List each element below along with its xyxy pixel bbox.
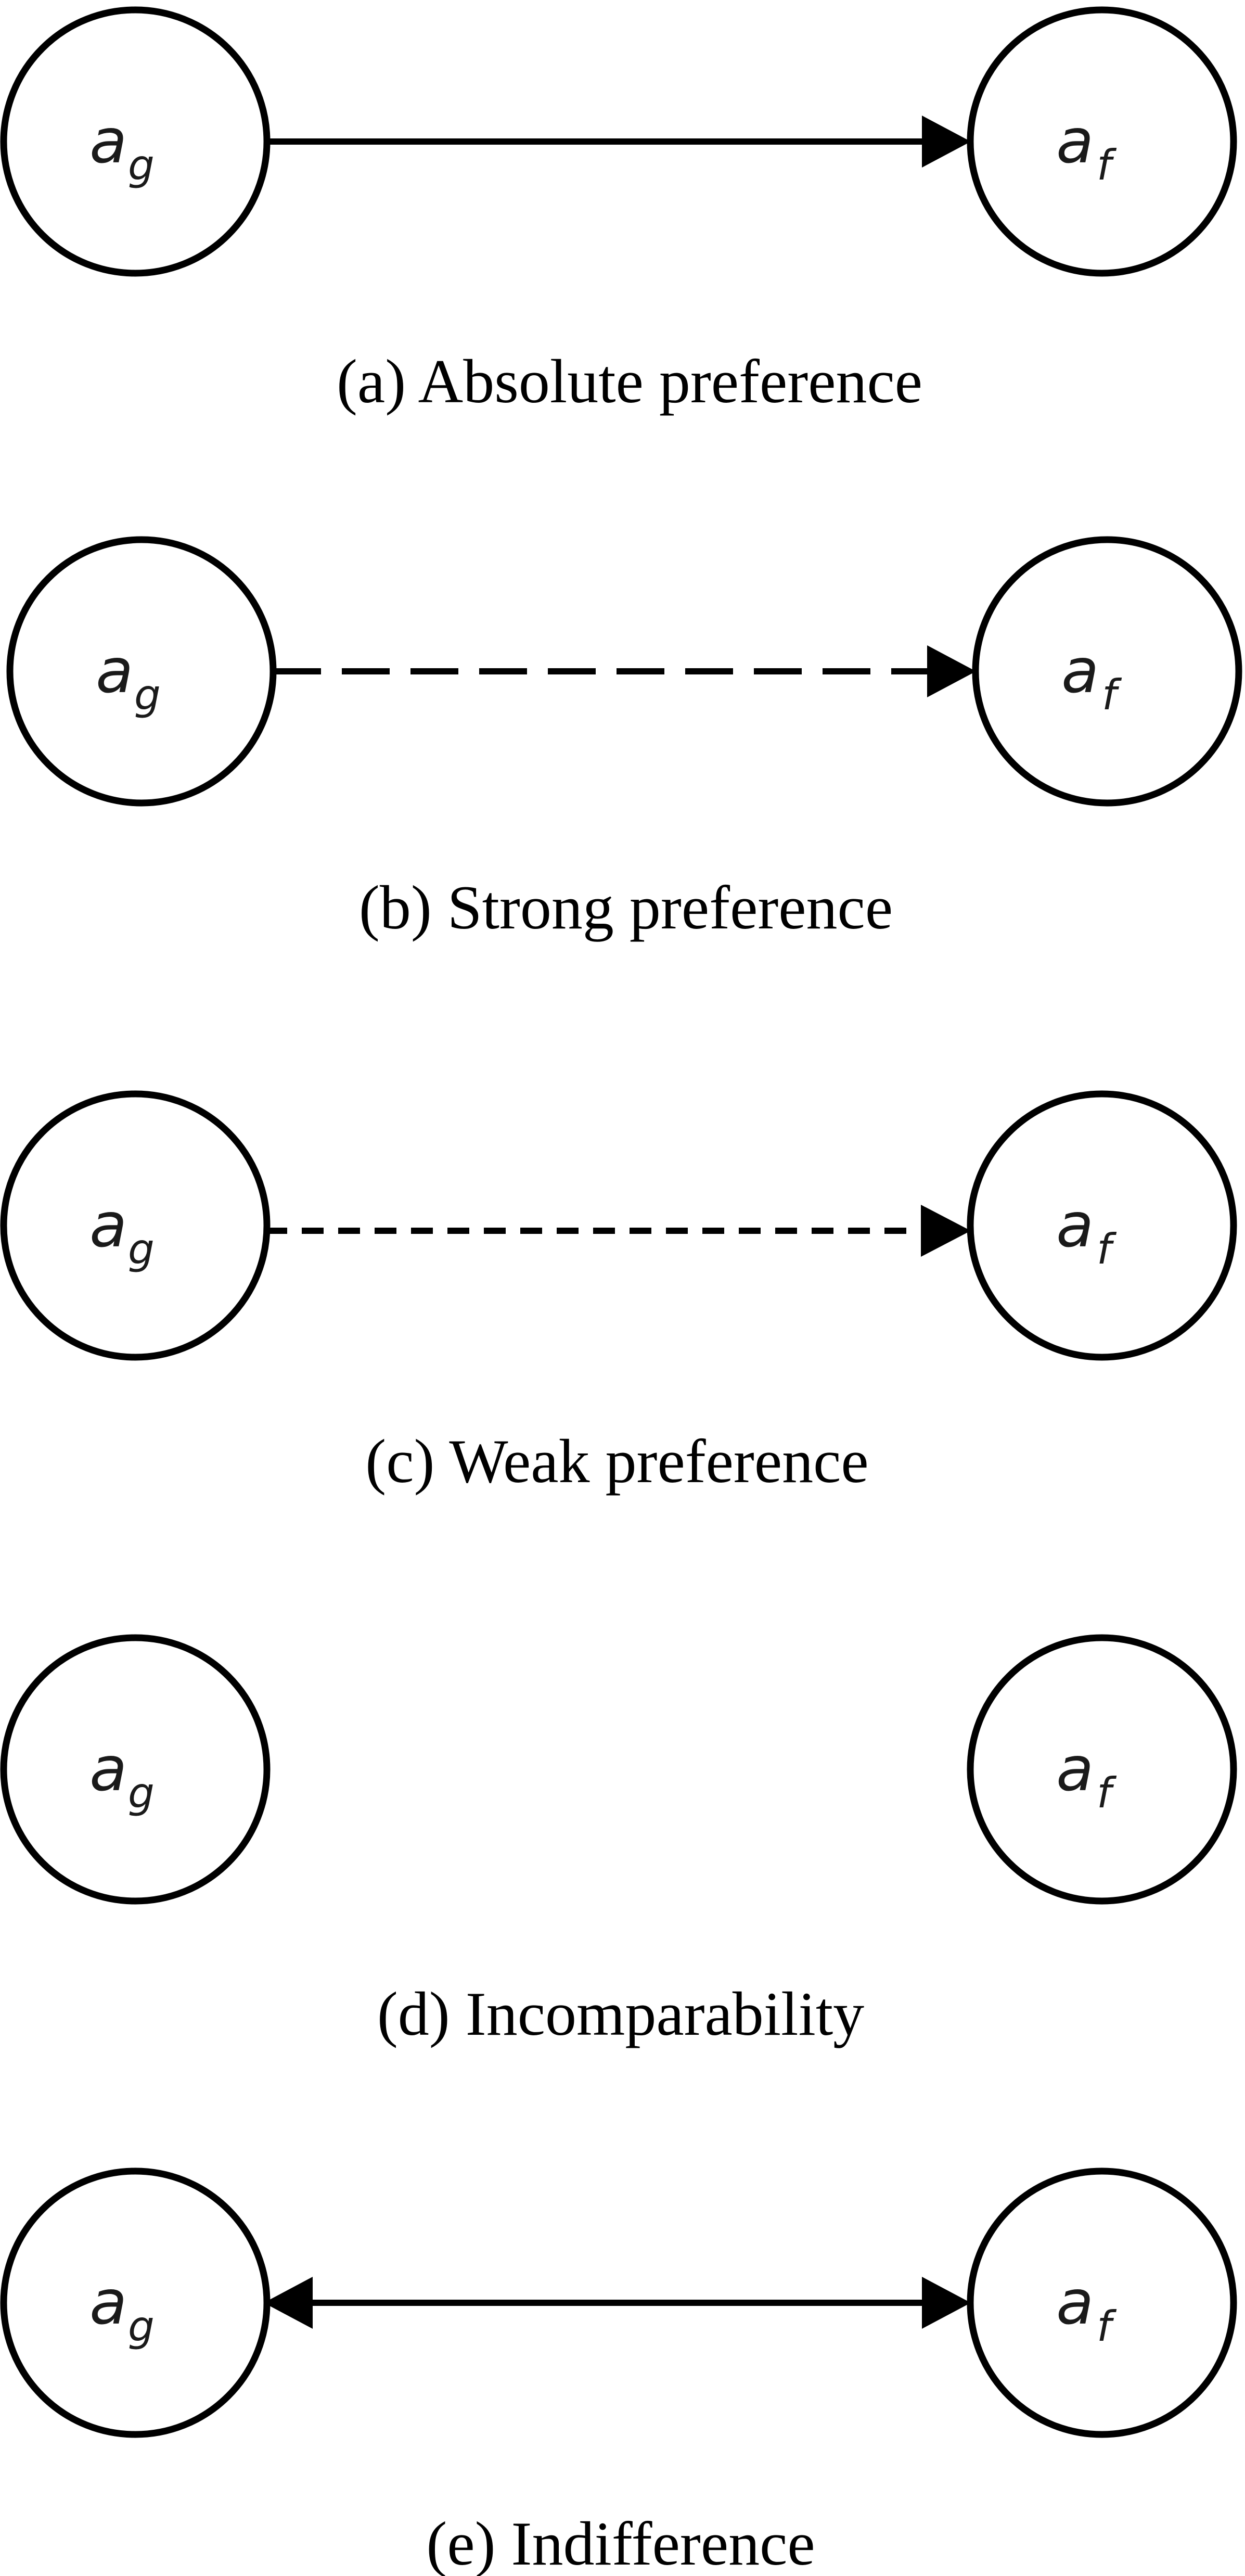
node-label-subscript: g [128, 141, 155, 189]
arrowhead-right [927, 645, 976, 697]
node-label: a [96, 635, 133, 707]
arrowhead-right [922, 2277, 971, 2329]
panel-weak-preference: a g a f (c) Weak preference [0, 1090, 1237, 1496]
node-label-subscript: g [134, 671, 161, 719]
node-label: a [89, 1733, 127, 1805]
node-a-f: a f [967, 1634, 1237, 1905]
caption-absolute-preference: (a) Absolute preference [337, 347, 922, 416]
caption-strong-preference: (b) Strong preference [359, 873, 893, 942]
panel-absolute-preference: a g a f (a) Absolute preference [0, 6, 1237, 416]
node-label-subscript: g [128, 1225, 155, 1273]
node-a-f: a f [967, 2167, 1237, 2438]
node-label: a [1056, 1733, 1094, 1805]
caption-weak-preference: (c) Weak preference [365, 1426, 868, 1496]
node-label: a [89, 105, 127, 177]
node-a-g: a g [0, 6, 271, 277]
caption-incomparability: (d) Incomparability [377, 1979, 864, 2048]
caption-indifference: (e) Indifference [426, 2509, 815, 2576]
node-a-g: a g [0, 1634, 271, 1905]
panel-strong-preference: a g a f (b) Strong preference [6, 536, 1242, 942]
node-a-g: a g [0, 2167, 271, 2438]
arrowhead-right [921, 1205, 971, 1257]
node-label-subscript: g [128, 2302, 155, 2351]
node-label-subscript: g [128, 1769, 155, 1817]
arrowhead-left [264, 2277, 313, 2329]
node-label: a [1056, 105, 1094, 177]
node-a-g: a g [6, 536, 277, 807]
node-label: a [1056, 1189, 1094, 1261]
node-label: a [1056, 2266, 1094, 2338]
panel-incomparability: a g a f (d) Incomparability [0, 1634, 1237, 2048]
node-label: a [1061, 635, 1099, 707]
node-a-g: a g [0, 1090, 271, 1361]
arrowhead-right [922, 116, 971, 168]
node-a-f: a f [972, 536, 1242, 807]
node-a-f: a f [967, 6, 1237, 277]
panel-indifference: a g a f (e) Indifference [0, 2167, 1237, 2576]
node-a-f: a f [967, 1090, 1237, 1361]
node-label: a [89, 2266, 127, 2338]
node-label: a [89, 1189, 127, 1261]
